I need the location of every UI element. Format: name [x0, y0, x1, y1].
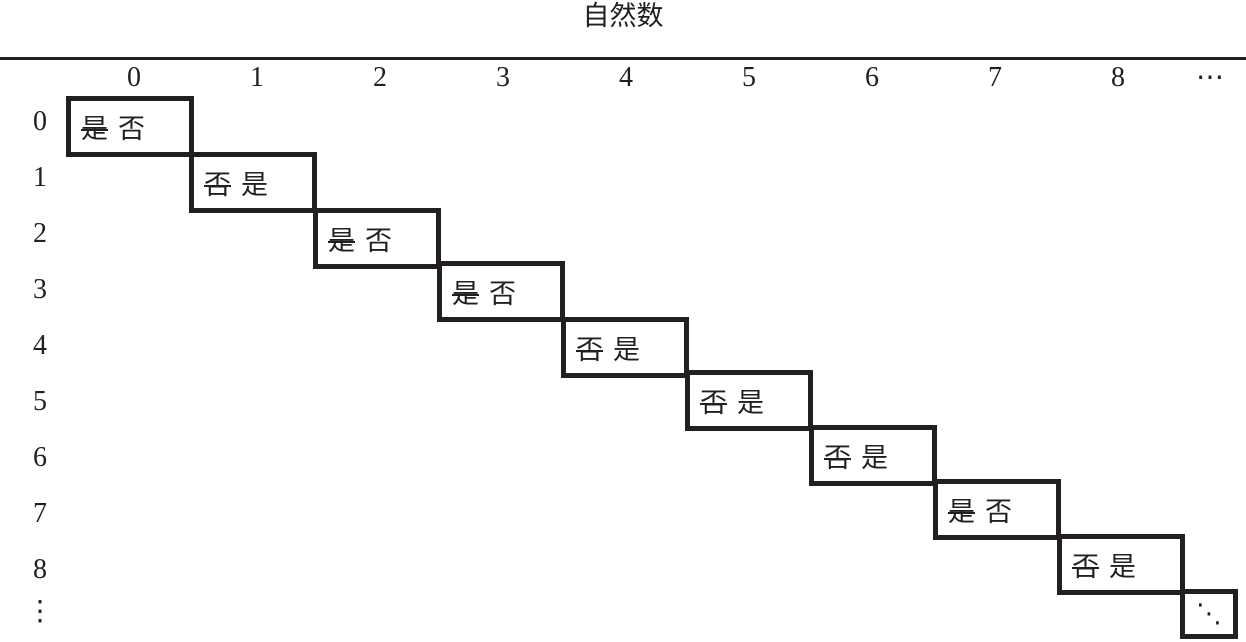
row-header-ellipsis: ⋮	[26, 596, 54, 627]
flipped-answer: 是	[861, 443, 888, 474]
flipped-answer: 是	[613, 335, 640, 366]
diagonal-cell-5: 否是	[685, 370, 813, 431]
flipped-answer: 否	[489, 279, 516, 310]
column-header-ellipsis: ⋯	[1196, 62, 1224, 93]
column-header-2: 2	[373, 62, 387, 93]
flipped-answer: 是	[241, 170, 268, 201]
struck-answer: 否	[204, 170, 231, 201]
column-header-1: 1	[250, 62, 264, 93]
diagonal-cell-4: 否是	[561, 317, 689, 378]
header-rule	[0, 57, 1246, 60]
diagonal-ellipsis: ⋱	[1196, 599, 1222, 629]
column-header-6: 6	[865, 62, 879, 93]
struck-answer: 否	[1072, 552, 1099, 583]
diagram-title: 自然数	[582, 1, 664, 32]
struck-answer: 是	[328, 226, 355, 257]
struck-answer: 否	[824, 443, 851, 474]
struck-answer: 是	[452, 279, 479, 310]
row-header-5: 5	[33, 386, 47, 417]
flipped-answer: 否	[985, 497, 1012, 528]
flipped-answer: 是	[737, 388, 764, 419]
struck-answer: 否	[576, 335, 603, 366]
column-header-0: 0	[127, 62, 141, 93]
diagonal-cell-1: 否是	[189, 152, 317, 213]
column-header-4: 4	[619, 62, 633, 93]
column-header-5: 5	[742, 62, 756, 93]
row-header-4: 4	[33, 330, 47, 361]
diagonal-cell-8: 否是	[1057, 534, 1185, 595]
diagonal-cell-2: 是否	[313, 208, 441, 269]
column-header-7: 7	[988, 62, 1002, 93]
flipped-answer: 否	[118, 114, 145, 145]
struck-answer: 是	[81, 114, 108, 145]
row-header-6: 6	[33, 442, 47, 473]
row-header-0: 0	[33, 106, 47, 137]
row-header-7: 7	[33, 498, 47, 529]
struck-answer: 否	[700, 388, 727, 419]
column-header-8: 8	[1111, 62, 1125, 93]
row-header-2: 2	[33, 218, 47, 249]
diagonal-cell-3: 是否	[437, 261, 565, 322]
row-header-3: 3	[33, 274, 47, 305]
column-header-3: 3	[496, 62, 510, 93]
row-header-1: 1	[33, 162, 47, 193]
struck-answer: 是	[948, 497, 975, 528]
row-header-8: 8	[33, 554, 47, 585]
diagonal-cell-6: 否是	[809, 425, 937, 486]
flipped-answer: 否	[365, 226, 392, 257]
flipped-answer: 是	[1109, 552, 1136, 583]
diagonal-cell-7: 是否	[933, 479, 1061, 540]
diagonal-cell-continuation: ⋱	[1180, 589, 1238, 639]
diagonal-cell-0: 是否	[66, 96, 194, 157]
